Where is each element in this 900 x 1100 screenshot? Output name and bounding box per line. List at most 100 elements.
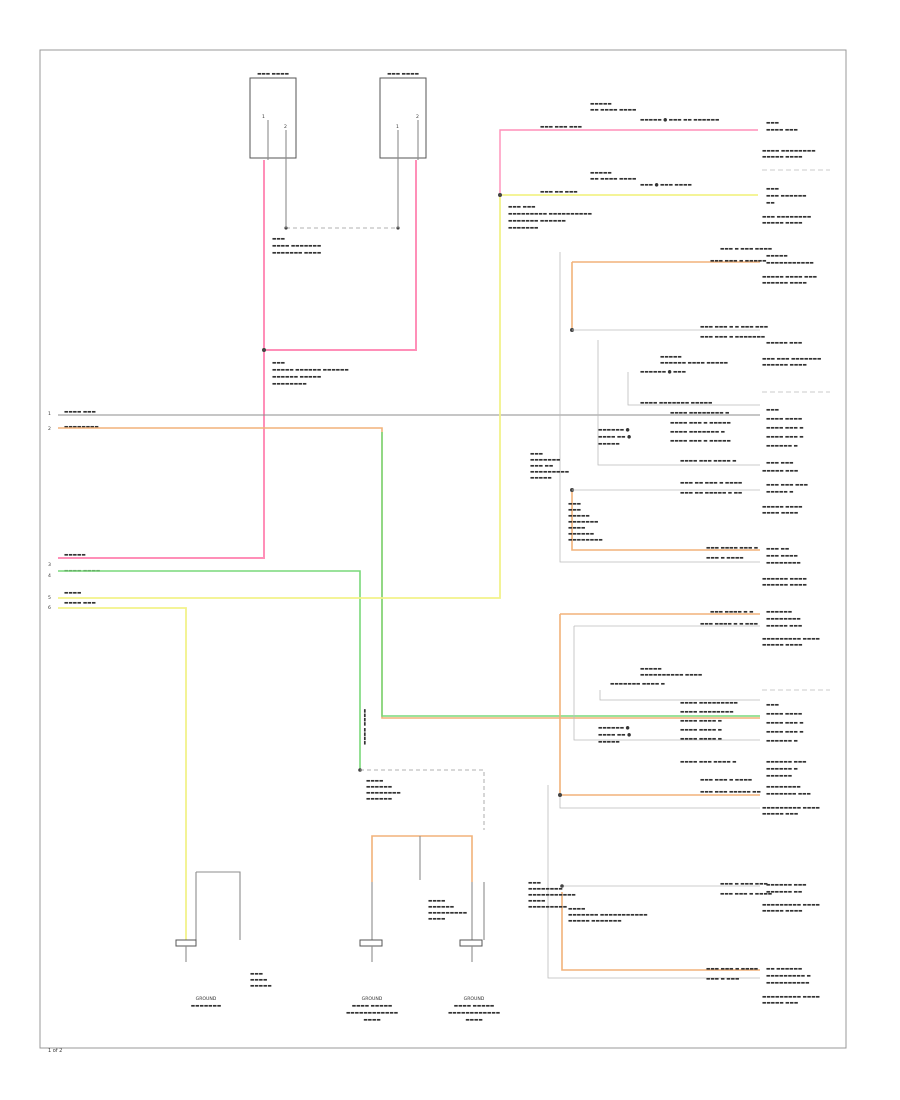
svg-text:▬▬▬▬ ▬▬▬▬▬▬▬ ▬: ▬▬▬▬ ▬▬▬▬▬▬▬ ▬ xyxy=(670,430,725,435)
svg-text:▬▬▬▬ ▬▬▬▬▬▬▬▬▬: ▬▬▬▬ ▬▬▬▬▬▬▬▬▬ xyxy=(680,701,738,706)
svg-text:▬▬▬▬ ▬▬▬▬▬: ▬▬▬▬ ▬▬▬▬▬ xyxy=(352,1004,393,1009)
green-wire xyxy=(381,432,760,717)
svg-text:▬▬▬ ▬ ▬▬▬▬: ▬▬▬ ▬ ▬▬▬▬ xyxy=(706,556,744,561)
svg-text:▬▬▬▬▬▬ ▬▬▬▬: ▬▬▬▬▬▬ ▬▬▬▬ xyxy=(762,577,807,582)
svg-text:▬▬▬▬▬▬▬▬: ▬▬▬▬▬▬▬▬ xyxy=(766,561,801,566)
svg-text:5: 5 xyxy=(48,595,51,601)
svg-text:▬▬▬▬: ▬▬▬▬ xyxy=(528,899,545,904)
svg-text:▬▬▬▬▬▬▬▬▬ ▬▬▬▬: ▬▬▬▬▬▬▬▬▬ ▬▬▬▬ xyxy=(762,903,820,908)
svg-text:▬▬▬ ▬▬▬ ▬▬▬: ▬▬▬ ▬▬▬ ▬▬▬ xyxy=(540,125,582,130)
svg-text:▬▬▬▬▬▬▬: ▬▬▬▬▬▬▬ xyxy=(530,458,560,463)
svg-text:▬▬▬▬: ▬▬▬▬ xyxy=(366,779,383,784)
svg-text:▬▬▬▬▬▬ ▬: ▬▬▬▬▬▬ ▬ xyxy=(766,444,798,449)
svg-text:1: 1 xyxy=(48,411,51,417)
svg-text:▬▬▬▬▬: ▬▬▬▬▬ xyxy=(590,171,612,176)
svg-text:▬▬▬▬▬▬ ▬▬▬▬: ▬▬▬▬▬▬ ▬▬▬▬ xyxy=(762,363,807,368)
svg-text:▬▬▬▬▬▬▬▬: ▬▬▬▬▬▬▬▬ xyxy=(366,791,401,796)
svg-text:▬▬▬▬ ▬▬▬: ▬▬▬▬ ▬▬▬ xyxy=(766,128,798,133)
svg-text:▬▬▬▬ ▬▬▬▬▬▬▬▬: ▬▬▬▬ ▬▬▬▬▬▬▬▬ xyxy=(680,710,734,715)
svg-text:▬▬▬▬: ▬▬▬▬ xyxy=(568,526,585,531)
svg-text:▬▬▬▬: ▬▬▬▬ xyxy=(428,917,445,922)
ground-label-2: GROUND xyxy=(362,996,383,1002)
svg-text:▬▬▬ ▬▬▬▬ ▬ ▬ ▬▬▬: ▬▬▬ ▬▬▬▬ ▬ ▬ ▬▬▬ xyxy=(700,622,758,627)
svg-text:▬▬▬▬▬▬ ▬▬▬: ▬▬▬▬▬▬ ▬▬▬ xyxy=(766,883,807,888)
svg-text:6: 6 xyxy=(48,605,51,611)
orange-wire-2 xyxy=(571,490,760,551)
svg-text:▬▬▬▬▬▬▬▬: ▬▬▬▬▬▬▬▬ xyxy=(766,785,801,790)
svg-text:▬▬▬ ▬▬▬ ▬ ▬▬▬▬: ▬▬▬ ▬▬▬ ▬ ▬▬▬▬ xyxy=(706,967,758,972)
svg-text:▬▬▬▬: ▬▬▬▬ xyxy=(64,591,81,596)
svg-text:▬▬▬▬▬: ▬▬▬▬▬ xyxy=(640,667,662,672)
yellow-wire-main xyxy=(58,194,758,599)
svg-text:▬▬▬▬▬▬: ▬▬▬▬▬▬ xyxy=(568,532,594,537)
svg-text:▬▬▬: ▬▬▬ xyxy=(568,502,581,507)
svg-text:▬▬▬▬▬: ▬▬▬▬▬ xyxy=(598,740,620,745)
svg-text:▬▬▬▬ ▬▬▬ ▬: ▬▬▬▬ ▬▬▬ ▬ xyxy=(766,426,804,431)
svg-text:▬▬▬▬▬▬▬: ▬▬▬▬▬▬▬ xyxy=(191,1004,221,1009)
right-labels-upper: ▬▬▬ ▬▬▬▬ ▬▬▬ ▬▬▬▬ ▬▬▬▬▬▬▬▬ ▬▬▬▬▬ ▬▬▬▬ ▬▬… xyxy=(762,121,830,226)
svg-text:▬▬▬▬ ▬▬▬▬: ▬▬▬▬ ▬▬▬▬ xyxy=(363,709,368,745)
svg-text:▬▬▬ ▬▬▬▬▬▬: ▬▬▬ ▬▬▬▬▬▬ xyxy=(766,194,807,199)
svg-text:▬▬▬▬▬▬▬▬▬▬▬: ▬▬▬▬▬▬▬▬▬▬▬ xyxy=(766,261,814,266)
svg-text:▬▬▬▬▬ ● ▬▬▬ ▬▬ ▬▬▬▬▬▬: ▬▬▬▬▬ ● ▬▬▬ ▬▬ ▬▬▬▬▬▬ xyxy=(640,118,719,123)
svg-text:▬▬▬: ▬▬▬ xyxy=(766,408,779,413)
svg-text:▬▬▬▬: ▬▬▬▬ xyxy=(250,978,267,983)
svg-text:▬▬▬: ▬▬▬ xyxy=(272,361,285,366)
svg-text:▬▬▬▬▬ ▬▬▬: ▬▬▬▬▬ ▬▬▬ xyxy=(762,1001,798,1006)
ground-label-1: GROUND xyxy=(196,996,217,1002)
lamp-right: GROUND ▬▬▬▬ ▬▬▬▬▬ ▬▬▬▬▬▬▬▬▬▬▬▬ ▬▬▬▬ xyxy=(448,882,500,1023)
pink-wire-right xyxy=(264,160,417,351)
svg-text:▬▬ ▬▬▬▬ ▬▬▬▬: ▬▬ ▬▬▬▬ ▬▬▬▬ xyxy=(590,177,636,182)
svg-text:▬▬▬▬▬ ▬▬▬: ▬▬▬▬▬ ▬▬▬ xyxy=(766,624,802,629)
svg-text:▬▬▬▬▬ ▬▬▬▬: ▬▬▬▬▬ ▬▬▬▬ xyxy=(762,505,803,510)
svg-text:▬▬▬▬▬▬ ● ▬▬▬: ▬▬▬▬▬▬ ● ▬▬▬ xyxy=(640,370,686,375)
svg-text:▬▬▬: ▬▬▬ xyxy=(766,703,779,708)
svg-text:▬▬▬▬▬▬ ▬: ▬▬▬▬▬▬ ▬ xyxy=(766,767,798,772)
svg-text:▬▬▬▬▬ ▬▬▬: ▬▬▬▬▬ ▬▬▬ xyxy=(762,812,798,817)
svg-text:▬▬▬▬▬▬▬▬▬ ▬▬▬▬: ▬▬▬▬▬▬▬▬▬ ▬▬▬▬ xyxy=(762,995,820,1000)
svg-text:▬▬▬▬▬▬▬ ▬▬▬▬ ▬: ▬▬▬▬▬▬▬ ▬▬▬▬ ▬ xyxy=(610,682,665,687)
driver-seat-module-outline xyxy=(559,252,760,563)
svg-text:▬▬▬▬ ▬▬▬▬ ▬: ▬▬▬▬ ▬▬▬▬ ▬ xyxy=(680,728,722,733)
svg-text:▬▬▬▬▬▬▬▬▬ ▬▬▬▬▬▬▬▬▬▬: ▬▬▬▬▬▬▬▬▬ ▬▬▬▬▬▬▬▬▬▬ xyxy=(508,212,592,217)
svg-text:2: 2 xyxy=(48,426,51,432)
svg-text:▬▬▬▬ ▬▬▬▬▬: ▬▬▬▬ ▬▬▬▬▬ xyxy=(454,1004,495,1009)
lamp-left: ▬▬▬ ▬▬▬▬ ▬▬▬▬▬ GROUND ▬▬▬▬▬▬▬ xyxy=(175,871,272,1009)
svg-text:▬▬▬▬▬ ▬▬▬: ▬▬▬▬▬ ▬▬▬ xyxy=(762,469,798,474)
svg-text:▬▬▬▬▬ ▬▬▬▬▬▬ ▬▬▬▬▬▬: ▬▬▬▬▬ ▬▬▬▬▬▬ ▬▬▬▬▬▬ xyxy=(272,368,349,373)
svg-text:▬▬▬▬▬▬▬▬: ▬▬▬▬▬▬▬▬ xyxy=(766,617,801,622)
svg-text:▬▬▬▬▬▬ ▬▬▬: ▬▬▬▬▬▬ ▬▬▬ xyxy=(766,760,807,765)
svg-text:▬▬▬▬▬▬▬: ▬▬▬▬▬▬▬ xyxy=(508,226,538,231)
page-tag: 1 of 2 xyxy=(48,1048,62,1054)
svg-text:▬▬▬▬ ▬▬ ●: ▬▬▬▬ ▬▬ ● xyxy=(598,435,631,440)
svg-text:▬▬▬▬▬▬▬▬▬: ▬▬▬▬▬▬▬▬▬ xyxy=(530,470,569,475)
svg-text:▬▬▬▬▬ ▬▬▬▬: ▬▬▬▬▬ ▬▬▬▬ xyxy=(762,155,803,160)
svg-text:▬▬▬▬ ▬▬▬ ▬: ▬▬▬▬ ▬▬▬ ▬ xyxy=(766,730,804,735)
svg-text:▬▬▬▬ ▬▬▬ ▬: ▬▬▬▬ ▬▬▬ ▬ xyxy=(766,721,804,726)
svg-text:▬▬▬▬▬ ▬▬▬: ▬▬▬▬▬ ▬▬▬ xyxy=(766,341,802,346)
svg-text:3: 3 xyxy=(48,562,51,568)
ground-label-3: GROUND xyxy=(464,996,485,1002)
svg-text:▬▬▬: ▬▬▬ xyxy=(528,881,541,886)
svg-text:▬▬▬ ▬▬▬ ▬ ▬ ▬▬▬ ▬▬▬: ▬▬▬ ▬▬▬ ▬ ▬ ▬▬▬ ▬▬▬ xyxy=(700,325,768,330)
pink-wire-upper-right xyxy=(499,129,758,195)
svg-text:▬▬▬▬▬: ▬▬▬▬▬ xyxy=(590,102,612,107)
svg-text:▬▬▬: ▬▬▬ xyxy=(766,187,779,192)
svg-text:▬▬▬▬ ▬▬ ●: ▬▬▬▬ ▬▬ ● xyxy=(598,733,631,738)
svg-text:▬▬▬▬▬▬▬▬▬▬▬: ▬▬▬▬▬▬▬▬▬▬▬ xyxy=(528,893,576,898)
svg-text:▬▬▬▬ ▬▬▬▬: ▬▬▬▬ ▬▬▬▬ xyxy=(766,712,802,717)
svg-text:▬▬▬▬ ▬▬▬▬: ▬▬▬▬ ▬▬▬▬ xyxy=(762,511,798,516)
svg-text:▬▬▬ ▬▬ ▬▬▬▬▬ ▬ ▬▬: ▬▬▬ ▬▬ ▬▬▬▬▬ ▬ ▬▬ xyxy=(680,491,742,496)
svg-text:▬▬▬▬▬▬ ▬: ▬▬▬▬▬▬ ▬ xyxy=(766,739,798,744)
svg-text:▬▬▬▬▬ ▬: ▬▬▬▬▬ ▬ xyxy=(766,490,794,495)
svg-text:▬▬▬▬ ▬▬▬▬▬▬▬▬: ▬▬▬▬ ▬▬▬▬▬▬▬▬ xyxy=(762,149,816,154)
svg-text:▬▬▬▬▬ ▬▬▬▬: ▬▬▬▬▬ ▬▬▬▬ xyxy=(762,909,803,914)
svg-text:▬▬▬ ▬▬▬ ▬ ▬▬▬▬: ▬▬▬ ▬▬▬ ▬ ▬▬▬▬ xyxy=(700,778,752,783)
svg-text:▬▬▬ ▬▬ ▬▬▬ ▬ ▬▬▬▬: ▬▬▬ ▬▬ ▬▬▬ ▬ ▬▬▬▬ xyxy=(680,481,742,486)
svg-text:▬▬▬▬▬: ▬▬▬▬▬ xyxy=(250,984,272,989)
svg-text:▬▬▬▬▬▬▬▬▬▬▬▬: ▬▬▬▬▬▬▬▬▬▬▬▬ xyxy=(346,1011,398,1016)
green-wire-lower xyxy=(58,570,361,720)
svg-text:▬▬▬ ▬▬▬▬: ▬▬▬ ▬▬▬▬ xyxy=(387,72,419,77)
svg-text:▬▬▬▬▬▬▬ ▬▬▬▬▬▬: ▬▬▬▬▬▬▬ ▬▬▬▬▬▬ xyxy=(508,219,566,224)
svg-text:▬▬▬▬: ▬▬▬▬ xyxy=(428,899,445,904)
